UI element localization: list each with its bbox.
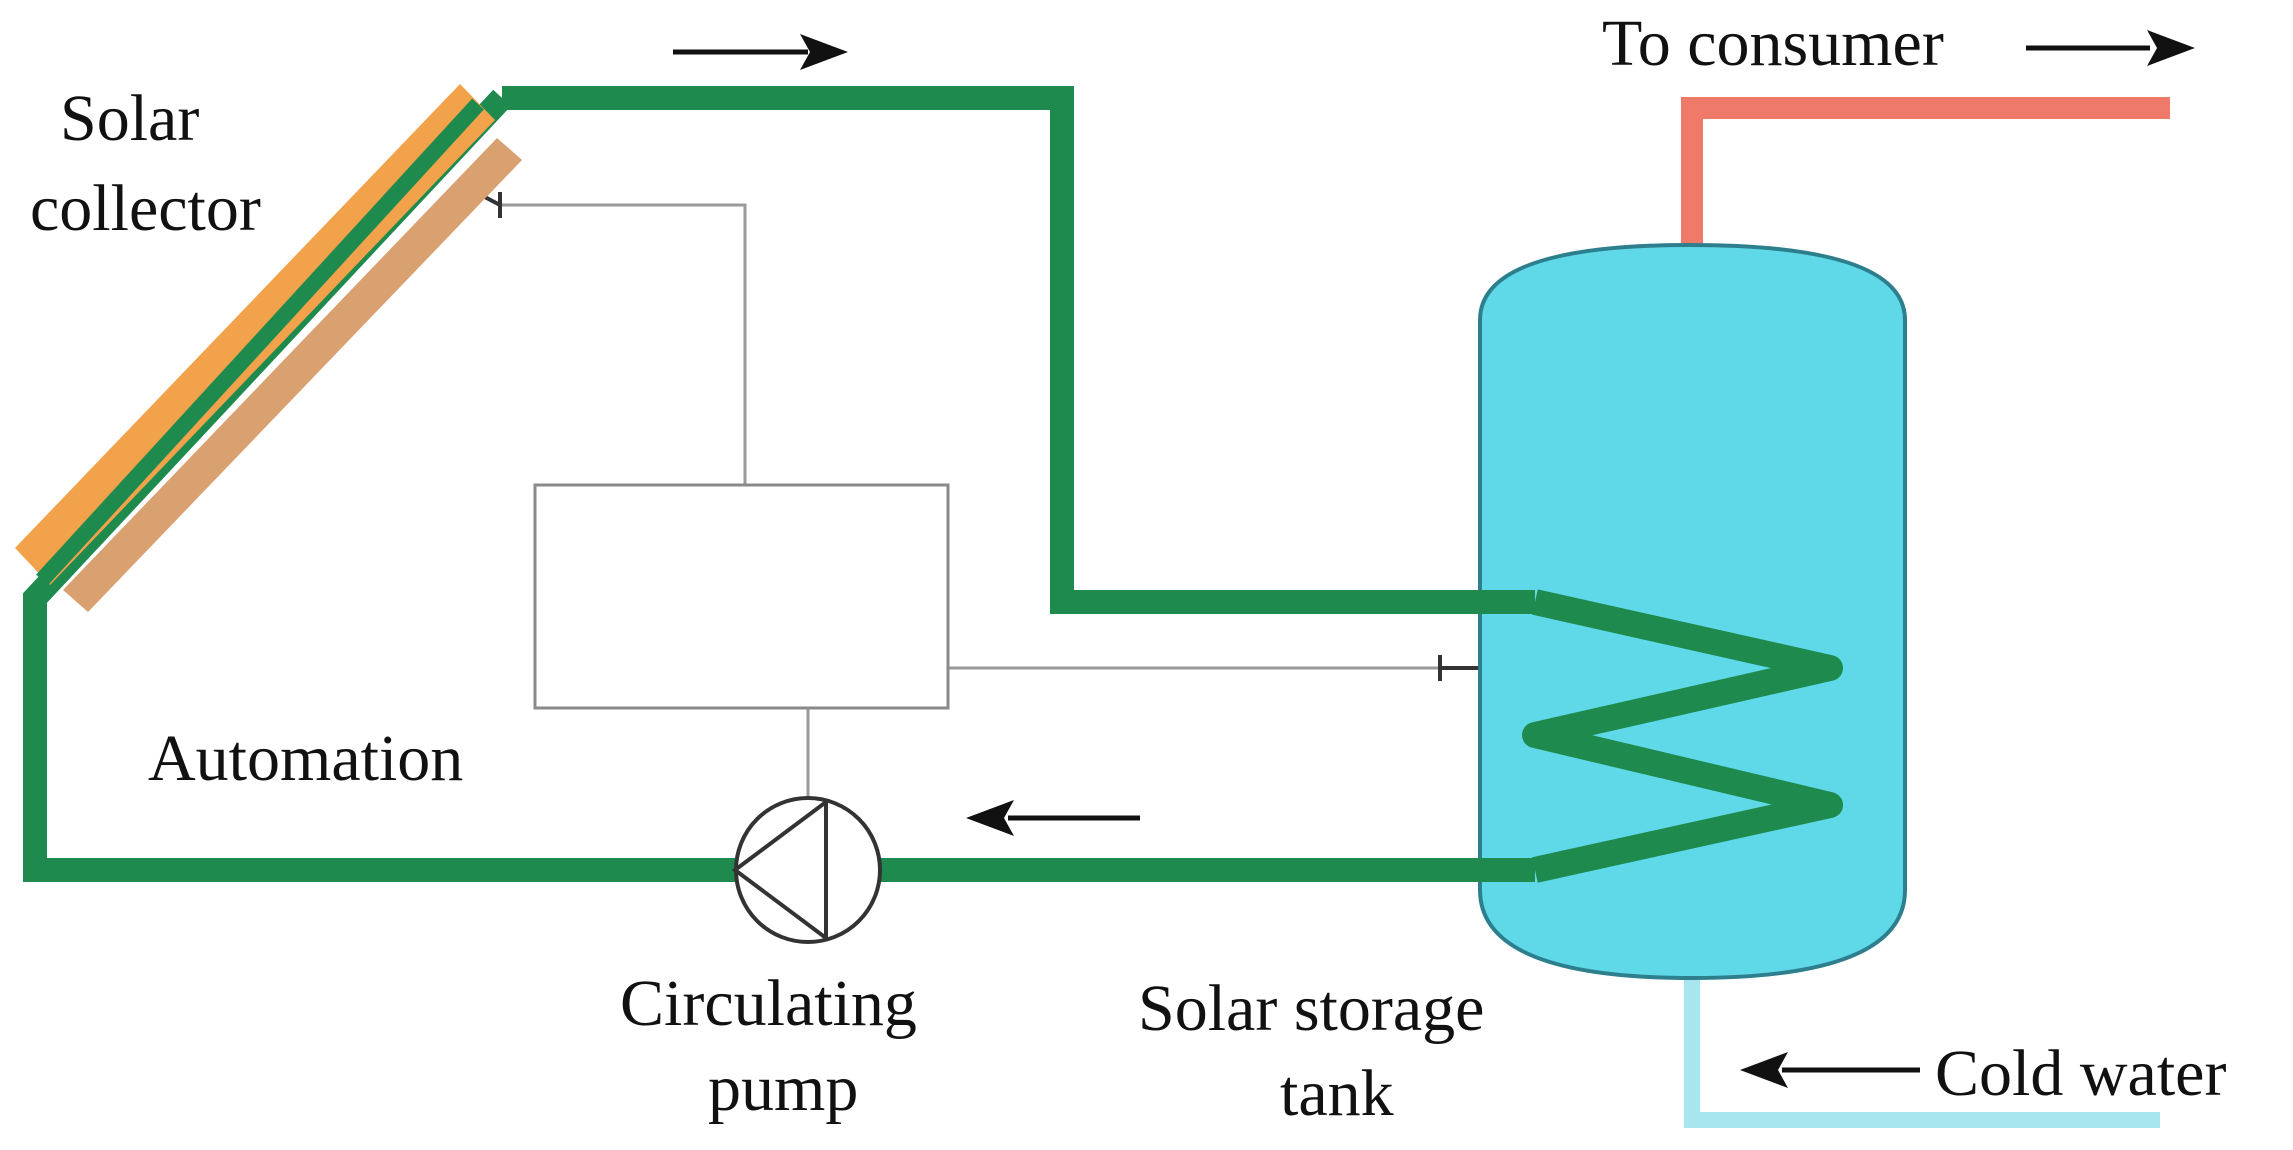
solar-collector-label-line2: collector: [30, 172, 261, 245]
circulating-pump-label-line2: pump: [708, 1052, 858, 1125]
hot-water-pipe: [1681, 97, 2170, 245]
sensor-wire-collector: [498, 203, 747, 485]
circulating-pump: [731, 796, 882, 944]
collector-pipe: [36, 98, 484, 586]
to-consumer-label: To consumer: [1602, 7, 1944, 80]
circulating-pump-label-line1: Circulating: [620, 967, 917, 1040]
solar-storage-tank-label-line2: tank: [1280, 1057, 1394, 1130]
cold-water-pipe: [1684, 965, 2160, 1128]
solar-collector-panel: [15, 84, 522, 612]
solar-collector-label-line1: Solar: [60, 82, 199, 155]
solar-storage-tank-label-line1: Solar storage: [1138, 972, 1484, 1045]
cold-water-arrow-icon: [1740, 1052, 1920, 1088]
collector-panel-shade: [63, 138, 522, 612]
control-wires: [498, 203, 1480, 810]
consumer-arrow-icon: [2026, 30, 2195, 66]
collector-supply-pipe: [502, 86, 1535, 614]
temperature-sensor-tank: [1438, 655, 1485, 681]
automation-controller: [533, 483, 950, 710]
cold-water-label: Cold water: [1935, 1037, 2226, 1110]
flow-arrow-right-icon: [673, 34, 848, 70]
pump-triangle-icon: [731, 800, 828, 940]
automation-label: Automation: [148, 722, 463, 795]
flow-arrow-left-icon: [966, 800, 1140, 836]
heat-exchanger-coil: [1522, 589, 1843, 883]
